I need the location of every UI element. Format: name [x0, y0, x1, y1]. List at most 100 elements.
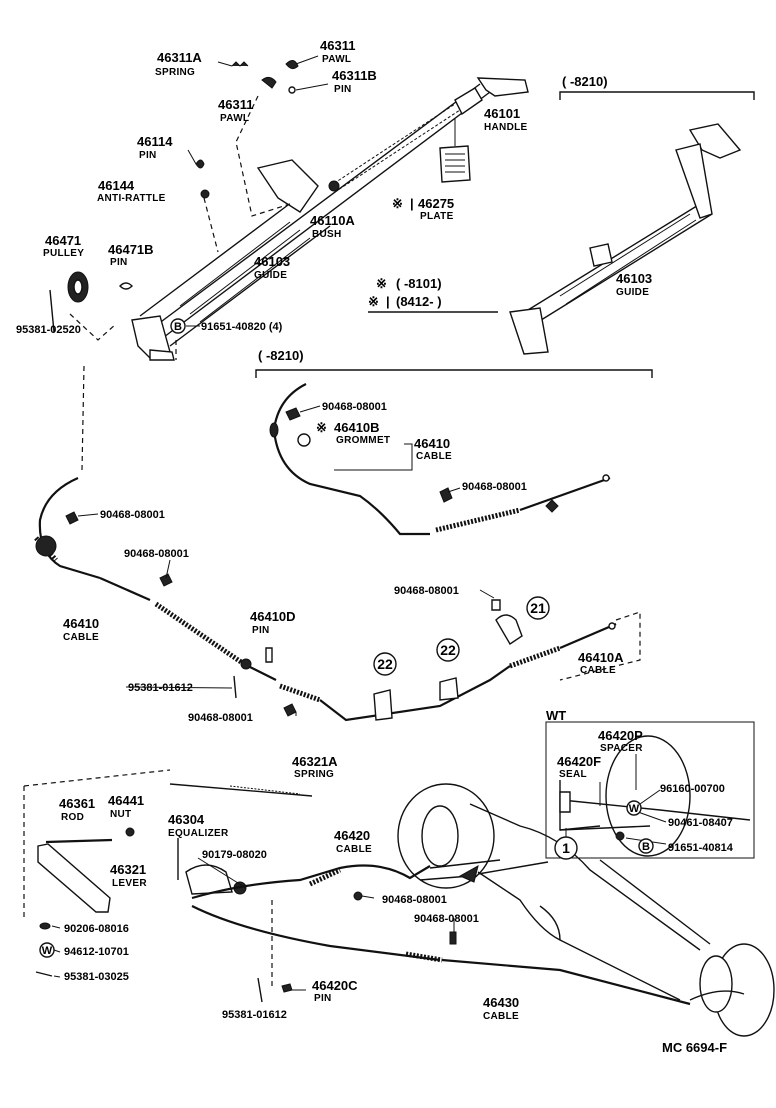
svg-text:46103: 46103 [616, 271, 652, 286]
callout-22a: 22 [373, 652, 397, 676]
cable-46410-main [34, 365, 641, 722]
svg-text:GUIDE: GUIDE [254, 270, 287, 281]
svg-text:46311: 46311 [218, 97, 253, 112]
label-46101: 46101 HANDLE [484, 106, 527, 133]
svg-text:46420C: 46420C [312, 978, 358, 993]
svg-text:PIN: PIN [314, 993, 332, 1004]
svg-text:46144: 46144 [98, 178, 135, 193]
svg-text:※: ※ [376, 276, 387, 291]
ref-90468-g: 90468-08001 [382, 894, 447, 906]
ref-95381-01612-b: 95381-01612 [222, 1009, 287, 1021]
svg-text:PIN: PIN [110, 257, 128, 268]
svg-text:46101: 46101 [484, 106, 520, 121]
rear-axle-group [191, 783, 775, 1037]
label-46311B: 46311B PIN [332, 68, 377, 95]
label-46420P: 46420P SPACER [598, 728, 643, 754]
ref-91651-40814: 91651-40814 [668, 842, 734, 854]
svg-text:NUT: NUT [110, 809, 131, 820]
svg-text:46410: 46410 [414, 436, 450, 451]
svg-text:CABLE: CABLE [580, 665, 616, 676]
ref-90179: 90179-08020 [202, 849, 267, 861]
label-46304: 46304 EQUALIZER [168, 812, 229, 839]
wt-label: WT [546, 708, 566, 723]
ref-90468-f: 90468-08001 [188, 712, 253, 724]
svg-text:PIN: PIN [252, 625, 270, 636]
svg-text:46441: 46441 [108, 793, 144, 808]
ref-90468-d: 90468-08001 [124, 548, 189, 560]
svg-text:46410: 46410 [63, 616, 99, 631]
cable-46410-alt [255, 369, 653, 536]
svg-text:46311B: 46311B [332, 68, 377, 83]
label-46410-alt: 46410 CABLE [414, 436, 452, 462]
svg-text:ANTI-RATTLE: ANTI-RATTLE [97, 193, 166, 204]
svg-text:GROMMET: GROMMET [336, 435, 390, 446]
svg-text:46275: 46275 [418, 196, 454, 211]
svg-text:46311A: 46311A [157, 50, 202, 65]
label-46420C: 46420C PIN [312, 978, 358, 1004]
svg-text:※: ※ [368, 294, 379, 309]
diagram-code: MC 6694-F [662, 1040, 727, 1055]
label-46361: 46361 ROD [59, 796, 95, 823]
svg-text:PIN: PIN [334, 84, 352, 95]
svg-text:CABLE: CABLE [483, 1011, 519, 1022]
letter-w-1: W [626, 800, 642, 816]
ref-96160: 96160-00700 [660, 783, 725, 795]
svg-text:21: 21 [530, 600, 546, 616]
svg-text:GUIDE: GUIDE [616, 287, 649, 298]
label-46103-right: 46103 GUIDE [616, 271, 652, 298]
range-top-right: ( -8210) [562, 74, 608, 89]
label-46410D: 46410D PIN [250, 609, 296, 636]
label-46321A: 46321A SPRING [292, 754, 338, 780]
svg-text:46410A: 46410A [578, 650, 624, 665]
label-46311-top: 46311 PAWL [320, 38, 355, 65]
svg-text:※: ※ [316, 420, 327, 435]
label-46441: 46441 NUT [108, 793, 144, 820]
svg-text:(8412- ): (8412- ) [396, 294, 442, 309]
handle-guide-assembly [49, 55, 529, 361]
svg-text:|: | [410, 196, 414, 211]
svg-text:SPRING: SPRING [155, 67, 195, 78]
svg-text:22: 22 [377, 656, 393, 672]
range-plate: ※ ( -8101) ※ | (8412- ) [368, 276, 498, 313]
svg-text:CABLE: CABLE [63, 632, 99, 643]
label-46144: 46144 ANTI-RATTLE [97, 178, 166, 204]
svg-text:※: ※ [392, 196, 403, 211]
range-mid: ( -8210) [258, 348, 304, 363]
svg-text:46311: 46311 [320, 38, 355, 53]
svg-text:EQUALIZER: EQUALIZER [168, 828, 229, 839]
svg-text:PIN: PIN [139, 150, 157, 161]
svg-text:46410B: 46410B [334, 420, 380, 435]
ref-90468-b: 90468-08001 [462, 481, 527, 493]
svg-text:PAWL: PAWL [220, 113, 249, 124]
ref-90468-e: 90468-08001 [394, 585, 459, 597]
label-46275: ※ | 46275 PLATE [392, 196, 454, 222]
svg-text:SPRING: SPRING [294, 769, 334, 780]
svg-text:SEAL: SEAL [559, 769, 587, 780]
callout-21: 21 [526, 596, 550, 620]
label-46311-left: 46311 PAWL [218, 97, 253, 124]
ref-90468-h: 90468-08001 [414, 913, 479, 925]
label-46410B: ※ 46410B GROMMET [316, 420, 390, 446]
ref-90206: 90206-08016 [64, 923, 129, 935]
ref-95381-03025: 95381-03025 [64, 971, 129, 983]
svg-text:CABLE: CABLE [416, 451, 452, 462]
ref-95381-02520: 95381-02520 [16, 324, 81, 336]
wt-inset [545, 721, 755, 859]
svg-text:46471: 46471 [45, 233, 81, 248]
svg-text:W: W [42, 945, 53, 957]
callout-22b: 22 [436, 638, 460, 662]
label-46410A: 46410A CABLE [578, 650, 624, 676]
svg-text:46430: 46430 [483, 995, 519, 1010]
svg-text:PAWL: PAWL [322, 54, 351, 65]
svg-text:W: W [629, 803, 640, 815]
svg-text:46471B: 46471B [108, 242, 154, 257]
svg-text:HANDLE: HANDLE [484, 122, 527, 133]
alt-guide-assembly [509, 91, 755, 355]
svg-text:46321: 46321 [110, 862, 146, 877]
svg-text:46114: 46114 [137, 134, 173, 149]
svg-text:46103: 46103 [254, 254, 290, 269]
label-46110A: 46110A BUSH [310, 213, 355, 240]
svg-text:46321A: 46321A [292, 754, 338, 769]
svg-text:( -8101): ( -8101) [396, 276, 442, 291]
